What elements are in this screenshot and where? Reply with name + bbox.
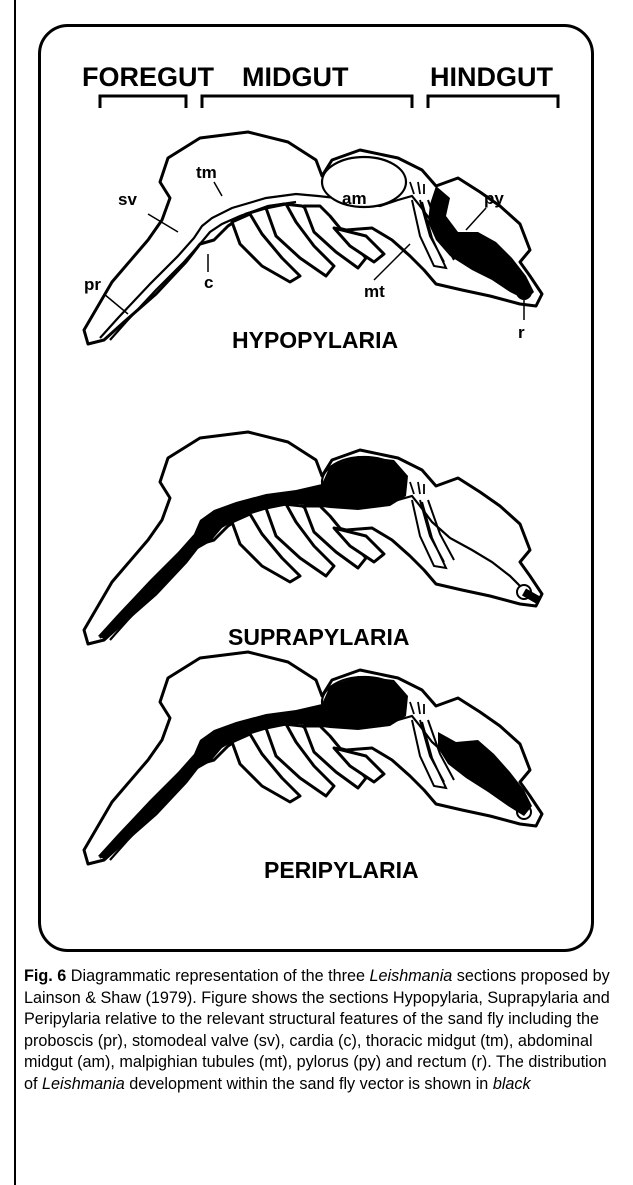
label-tm: tm	[196, 163, 217, 182]
caption-genus-2: Leishmania	[42, 1075, 125, 1093]
caption-figure-label: Fig. 6	[24, 967, 66, 985]
caption-black-word: black	[493, 1075, 531, 1093]
panel-title-hypopylaria: HYPOPYLARIA	[232, 327, 398, 353]
panel-title-peripylaria: PERIPYLARIA	[264, 857, 419, 883]
caption-text-3: development within the sand fly vector i…	[125, 1075, 493, 1093]
region-midgut: MIDGUT	[242, 62, 349, 92]
figure-caption: Fig. 6 Diagrammatic representation of th…	[24, 966, 620, 1096]
bracket-midgut	[202, 96, 412, 108]
region-foregut: FOREGUT	[82, 62, 215, 92]
label-pr: pr	[84, 275, 101, 294]
panel-hypopylaria: tm sv am py pr c mt r HYPOPYLARIA	[84, 132, 542, 353]
sandfly-gut-diagram: FOREGUT MIDGUT HINDGUT tm sv am py pr c …	[0, 0, 633, 1000]
label-sv: sv	[118, 190, 137, 209]
label-py: py	[484, 189, 504, 208]
panel-title-suprapylaria: SUPRAPYLARIA	[228, 624, 409, 650]
region-hindgut: HINDGUT	[430, 62, 553, 92]
label-c: c	[204, 273, 213, 292]
caption-genus-1: Leishmania	[370, 967, 453, 985]
label-am: am	[342, 189, 367, 208]
bracket-hindgut	[428, 96, 558, 108]
bracket-foregut	[100, 96, 186, 108]
label-mt: mt	[364, 282, 385, 301]
panel-suprapylaria: SUPRAPYLARIA	[84, 432, 542, 650]
caption-text-1: Diagrammatic representation of the three	[66, 967, 369, 985]
label-r: r	[518, 323, 525, 342]
panel-peripylaria: PERIPYLARIA	[84, 652, 542, 883]
